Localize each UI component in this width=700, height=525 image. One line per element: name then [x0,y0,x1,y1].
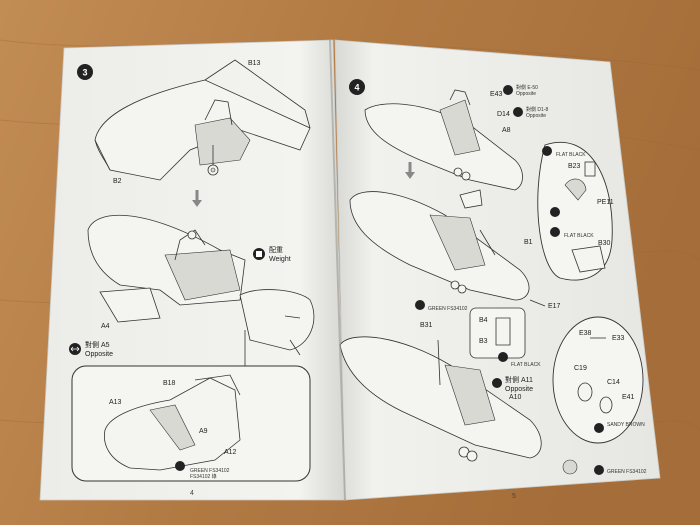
label-e43: E43 [490,91,503,98]
opposite-icon-d1 [513,107,523,117]
label-green-right: GREEN FS34102 [428,306,468,312]
label-a11-opposite: 對側 A11 [505,375,533,384]
page-number-right: 5 [512,493,516,500]
arrow-down-right-1 [405,162,415,179]
label-d14: D14 [497,111,510,118]
left-page: 3 B13 B2 [39,39,346,501]
paint-icon-left [175,461,185,471]
step-badge-left: 3 [77,64,93,80]
step-badge-right: 4 [349,79,365,95]
nose-cone [562,459,578,475]
arrow-down-left-1 [192,190,202,207]
label-b23: B23 [568,163,581,170]
right-detail-bubble: FLAT BLACK B23 PE11 FLAT BLACK B30 [537,142,614,281]
label-e33: E33 [612,335,625,342]
label-pe11: PE11 [597,199,614,206]
label-e41: E41 [622,394,635,401]
label-b3: B3 [479,338,488,345]
opposite-icon-a11 [492,378,502,388]
left-fuselage-upper: B13 B2 [94,59,311,185]
label-b13: B13 [248,60,261,67]
weight-icon [256,251,262,257]
label-c19: C19 [574,365,587,372]
paint-icon-fb3 [550,227,560,237]
label-a9: A9 [199,428,208,435]
left-fuselage-middle: A4 [87,214,315,356]
label-b2: B2 [113,178,122,185]
opposite-icon [70,346,80,352]
detail-box-left: B18 A13 A9 A12 GREEN FS34102 FS34102 綠 [71,330,311,482]
label-e50-opposite: 對側 E-50 [516,84,538,91]
label-a4: A4 [101,323,110,330]
right-fuselage-top: E43 對側 E-50 Opposite D14 對側 D1-8 Opposit… [364,84,548,191]
label-b1: B1 [524,239,533,246]
label-b18: B18 [163,380,176,387]
opposite-icon-e50 [503,85,513,95]
label-a8: A8 [502,127,511,134]
step-number-right: 4 [354,83,359,93]
label-weight-cn: 配重 [269,246,283,254]
paint-icon-fb2 [550,207,560,217]
label-opposite-left: Opposite [85,351,113,358]
label-opposite-1: Opposite [516,91,536,97]
right-page: 4 E43 對側 E-50 Opposite D14 對側 D1-8 Oppos… [334,39,661,501]
label-green-left-2: FS34102 綠 [190,473,217,480]
label-flat-black-2: FLAT BLACK [564,233,594,239]
paint-icon-fb4 [498,352,508,362]
paint-icon-green [415,300,425,310]
page-number-left: 4 [190,490,194,497]
label-sandy-brown: SANDY BROWN [607,422,645,428]
label-a10: A10 [509,394,522,401]
right-fuselage-lower: B31 B4 B3 FLAT BLACK 對側 A11 Opposite A10 [339,307,578,475]
label-weight: Weight [269,256,291,263]
label-d1-opposite: 對側 D1-8 [526,106,548,113]
opposite-callout-left: 對側 A5 Opposite [69,340,113,358]
label-green-right-2: GREEN FS34102 [607,469,647,475]
paint-icon-sandy [594,423,604,433]
label-b31: B31 [420,322,433,329]
paint-icon-fb1 [542,146,552,156]
label-a5-opposite: 對側 A5 [85,340,110,349]
label-b4: B4 [479,317,488,324]
label-a13: A13 [109,399,122,406]
paint-icon-green-2 [594,465,604,475]
label-opposite-2: Opposite [526,113,546,119]
label-opposite-3: Opposite [505,386,533,393]
book-spine [329,39,346,501]
right-detail-circle: E38 E33 C19 C14 E41 SANDY BROWN GREEN FS… [552,316,647,475]
step-number-left: 3 [82,68,87,78]
label-e38: E38 [579,330,592,337]
label-flat-black-3: FLAT BLACK [511,362,541,368]
label-b30: B30 [598,240,611,247]
weight-callout: 配重 Weight [253,246,291,263]
label-e17: E17 [548,303,561,310]
label-flat-black-1: FLAT BLACK [556,152,586,158]
label-a12: A12 [224,449,237,456]
right-fuselage-middle: B1 E17 GREEN FS34102 [349,189,561,312]
label-c14: C14 [607,379,620,386]
label-green-left: GREEN FS34102 [190,468,230,474]
